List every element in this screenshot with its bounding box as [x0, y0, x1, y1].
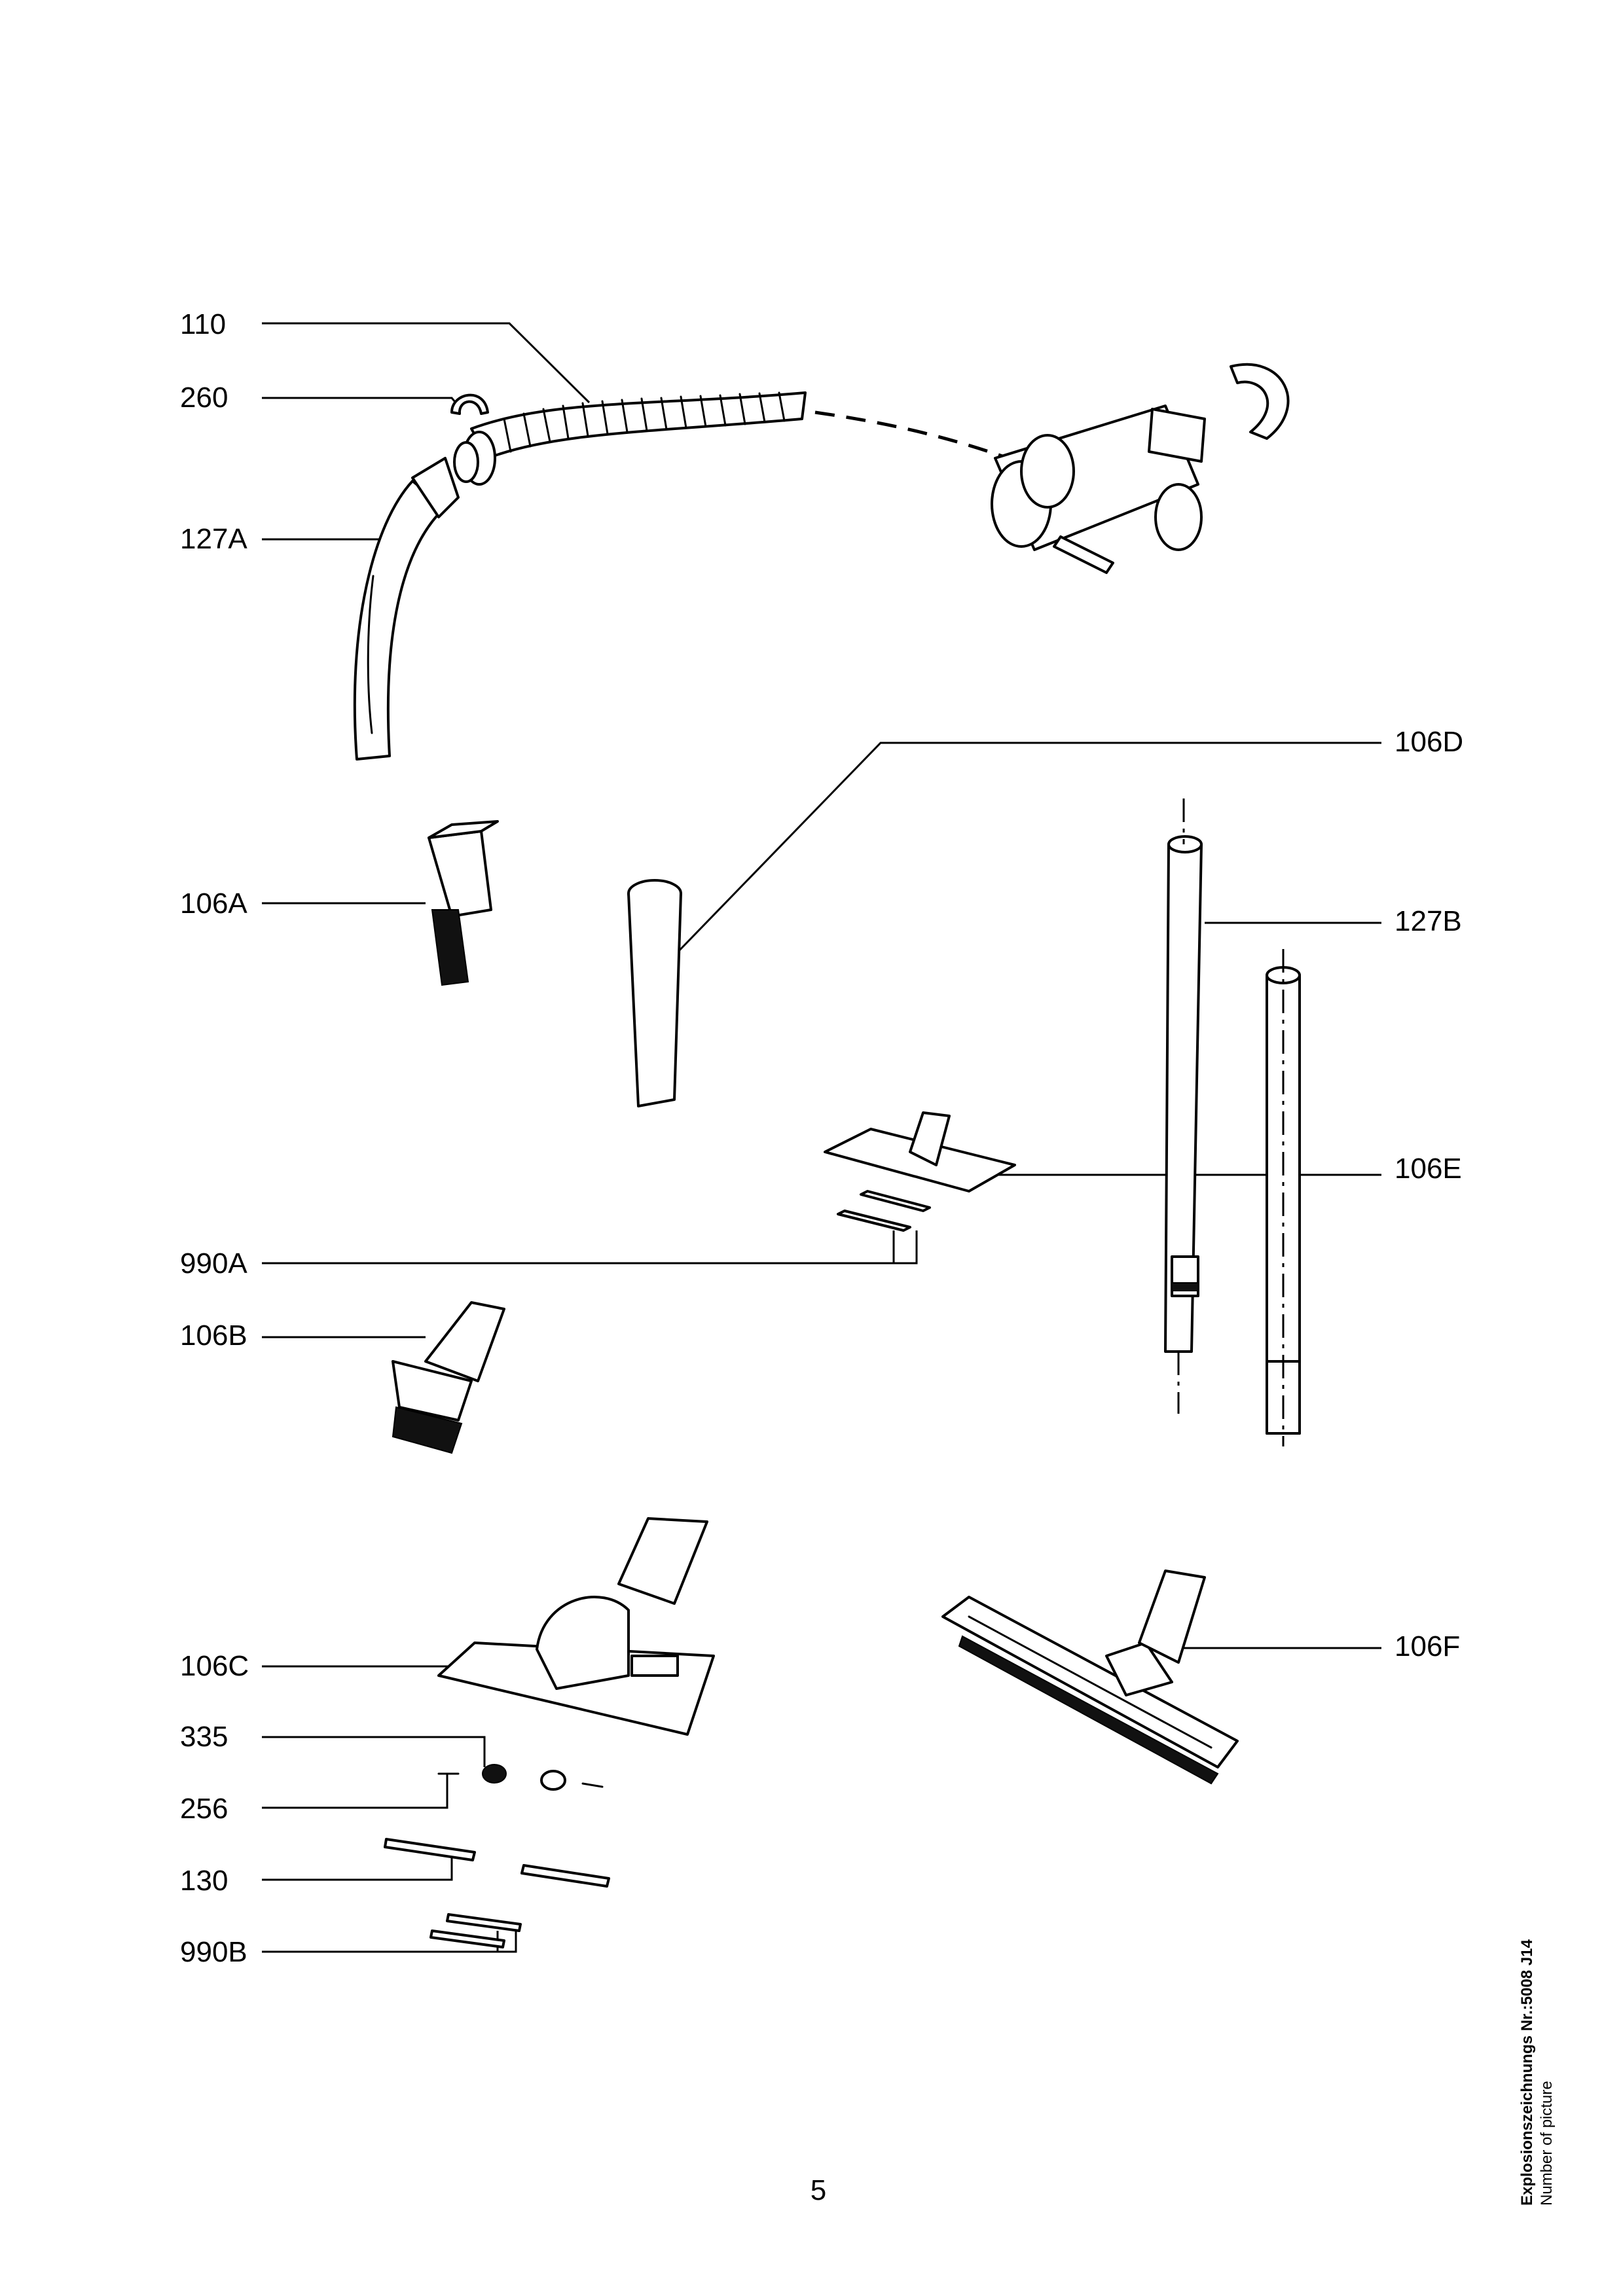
upholstery-nozzle-106E [824, 1111, 1016, 1193]
drawing-number-text: Explosionszeichnungs Nr.:5008 J14 [1518, 1939, 1536, 2206]
handle-part-127A [353, 457, 460, 761]
strips-part-990B [429, 1913, 522, 1948]
label-106D: 106D [1395, 726, 1463, 758]
label-127A: 127A [180, 523, 247, 555]
label-990A: 990A [180, 1247, 247, 1280]
number-of-picture-text: Number of picture [1538, 2081, 1556, 2206]
label-110: 110 [180, 308, 226, 340]
brush-nozzle-106B [392, 1301, 505, 1454]
hose-part-110 [453, 391, 807, 486]
crevice-tool-106D [627, 879, 682, 1107]
label-260: 260 [180, 382, 228, 414]
tube-part-127B [1164, 798, 1203, 1414]
label-106A: 106A [180, 888, 247, 920]
clip-part-260 [450, 393, 489, 415]
tube-part-extension [1266, 949, 1301, 1446]
wheels-part-335-256 [437, 1764, 604, 1791]
hose-connector-assembly [991, 363, 1290, 574]
label-256: 256 [180, 1793, 228, 1825]
label-106E: 106E [1395, 1153, 1462, 1185]
label-130: 130 [180, 1865, 228, 1897]
page-number: 5 [810, 2174, 827, 2206]
strips-part-130 [384, 1838, 610, 1888]
label-990B: 990B [180, 1936, 247, 1968]
brush-part-106A [428, 820, 499, 986]
leader-lines [262, 322, 1381, 1953]
strips-part-990A [837, 1190, 931, 1232]
drawing-reference-note: Explosionszeichnungs Nr.:5008 J14 Number… [1518, 1892, 1570, 2206]
label-127B: 127B [1395, 905, 1462, 937]
label-335: 335 [180, 1721, 228, 1753]
floor-nozzle-106C [437, 1517, 715, 1736]
parquet-nozzle-106F [941, 1570, 1239, 1785]
label-106B: 106B [180, 1319, 247, 1352]
label-106F: 106F [1395, 1630, 1460, 1662]
hose-connection-dash [814, 410, 1009, 460]
label-106C: 106C [180, 1650, 249, 1682]
